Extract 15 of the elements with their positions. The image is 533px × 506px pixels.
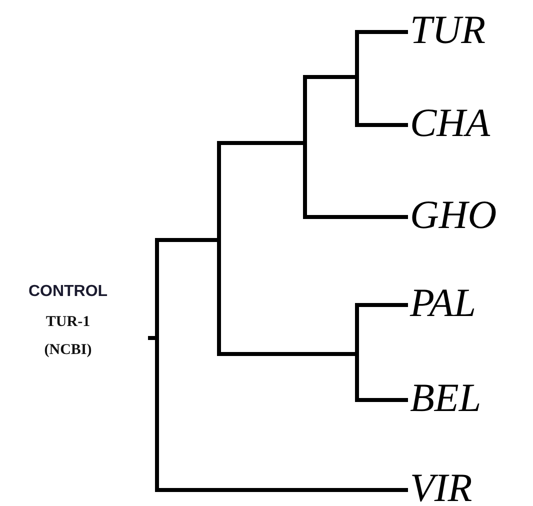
tree-branch	[357, 30, 408, 34]
tree-branch	[357, 303, 408, 307]
taxon-label: PAL	[410, 281, 476, 325]
taxon-label: GHO	[410, 193, 497, 237]
tree-branch	[357, 123, 408, 127]
taxon-label: TUR	[410, 8, 486, 52]
tree-branch	[357, 398, 408, 402]
taxon-label: BEL	[410, 376, 482, 420]
taxon-label: CHA	[410, 101, 490, 145]
source-label: (NCBI)	[43, 342, 93, 359]
tree-branch	[157, 488, 408, 492]
sample-label: TUR-1	[44, 314, 92, 331]
group-title: CONTROL	[27, 283, 109, 301]
tree-branch	[305, 215, 408, 219]
taxon-label: VIR	[410, 466, 472, 506]
